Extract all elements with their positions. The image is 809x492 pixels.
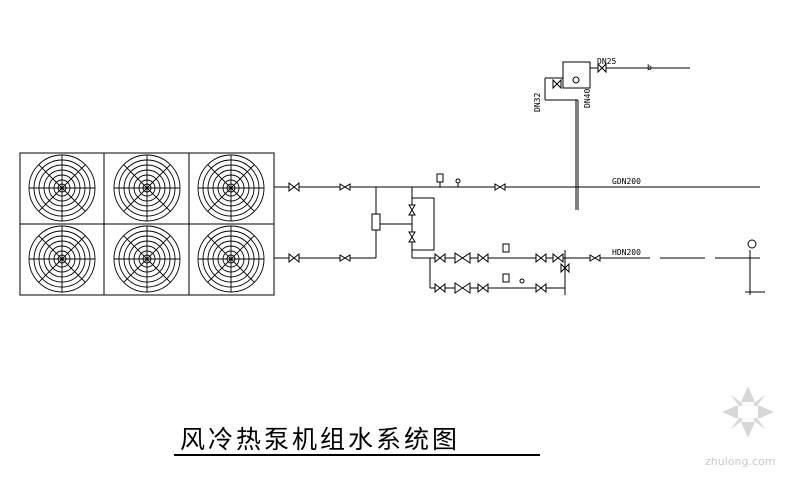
- b-mark-label: b: [647, 63, 652, 72]
- fan-icon: [113, 154, 181, 222]
- return-pipe-label: HDN200: [612, 248, 641, 257]
- supply-pipe-label: GDN200: [612, 177, 641, 186]
- title-text: 风冷热泵机组水系统图: [180, 425, 461, 454]
- fan-icon: [197, 154, 265, 222]
- heat-pump-unit: [19, 152, 275, 296]
- watermark-logo: [722, 386, 774, 438]
- valve-symbols: [288, 62, 607, 294]
- pipe-network: [274, 67, 765, 295]
- fan-icon: [197, 225, 265, 293]
- vertical-left-label: DN32: [533, 93, 542, 112]
- title-underline: [174, 454, 540, 456]
- fan-grid: [28, 154, 265, 293]
- gauges: [436, 173, 757, 284]
- fan-icon: [113, 225, 181, 293]
- fan-icon: [28, 154, 96, 222]
- vertical-right-label: DN40: [583, 89, 592, 108]
- pipe-labels: GDN200 HDN200 DN25 b DN32 DN40: [533, 57, 652, 257]
- expansion-tank: [562, 61, 591, 89]
- diagram-title: 风冷热泵机组水系统图: [174, 420, 560, 460]
- fan-icon: [28, 225, 96, 293]
- watermark-text: zhulong.com: [705, 455, 776, 468]
- top-pipe-label: DN25: [597, 57, 616, 66]
